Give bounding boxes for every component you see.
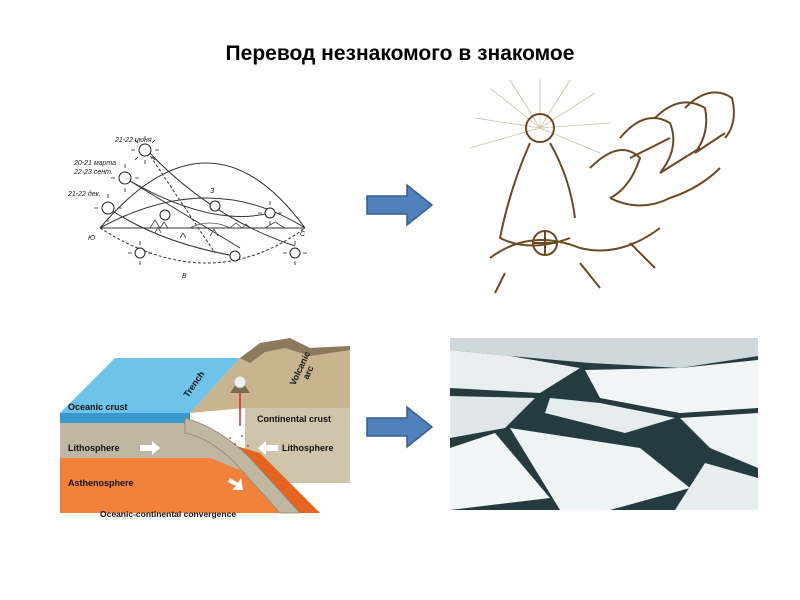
label-south: Ю — [88, 235, 95, 242]
right-arrow-icon — [365, 183, 435, 228]
label-oceanic-crust: Oceanic crust — [68, 402, 128, 412]
slide-title: Перевод незнакомого в знакомое — [0, 42, 800, 66]
subduction-diagram: Oceanic crust Trench Volcanic arc Contin… — [60, 338, 355, 523]
label-dec: 21-22 дек. — [67, 190, 101, 198]
label-june: 21-22 июня — [114, 137, 152, 144]
sun-chariot-sketch — [470, 78, 745, 300]
label-march: 20-21 марта — [73, 160, 116, 167]
diagram-caption: Oceanic-continental convergence — [100, 509, 236, 519]
label-sept: 22-23 сент. — [73, 169, 113, 176]
label-west: З — [210, 188, 215, 195]
sun-path-diagram: 21-22 июня 20-21 марта 22-23 сент. 21-22… — [60, 128, 320, 293]
label-north: С — [300, 231, 306, 238]
label-lithosphere-right: Lithosphere — [282, 443, 334, 453]
label-asthenosphere: Asthenosphere — [68, 478, 134, 488]
label-east: В — [182, 273, 187, 280]
cracked-ice-photo — [450, 338, 758, 510]
label-continental-crust: Continental crust — [257, 414, 331, 424]
right-arrow-icon — [365, 405, 435, 450]
label-lithosphere-left: Lithosphere — [68, 443, 120, 453]
